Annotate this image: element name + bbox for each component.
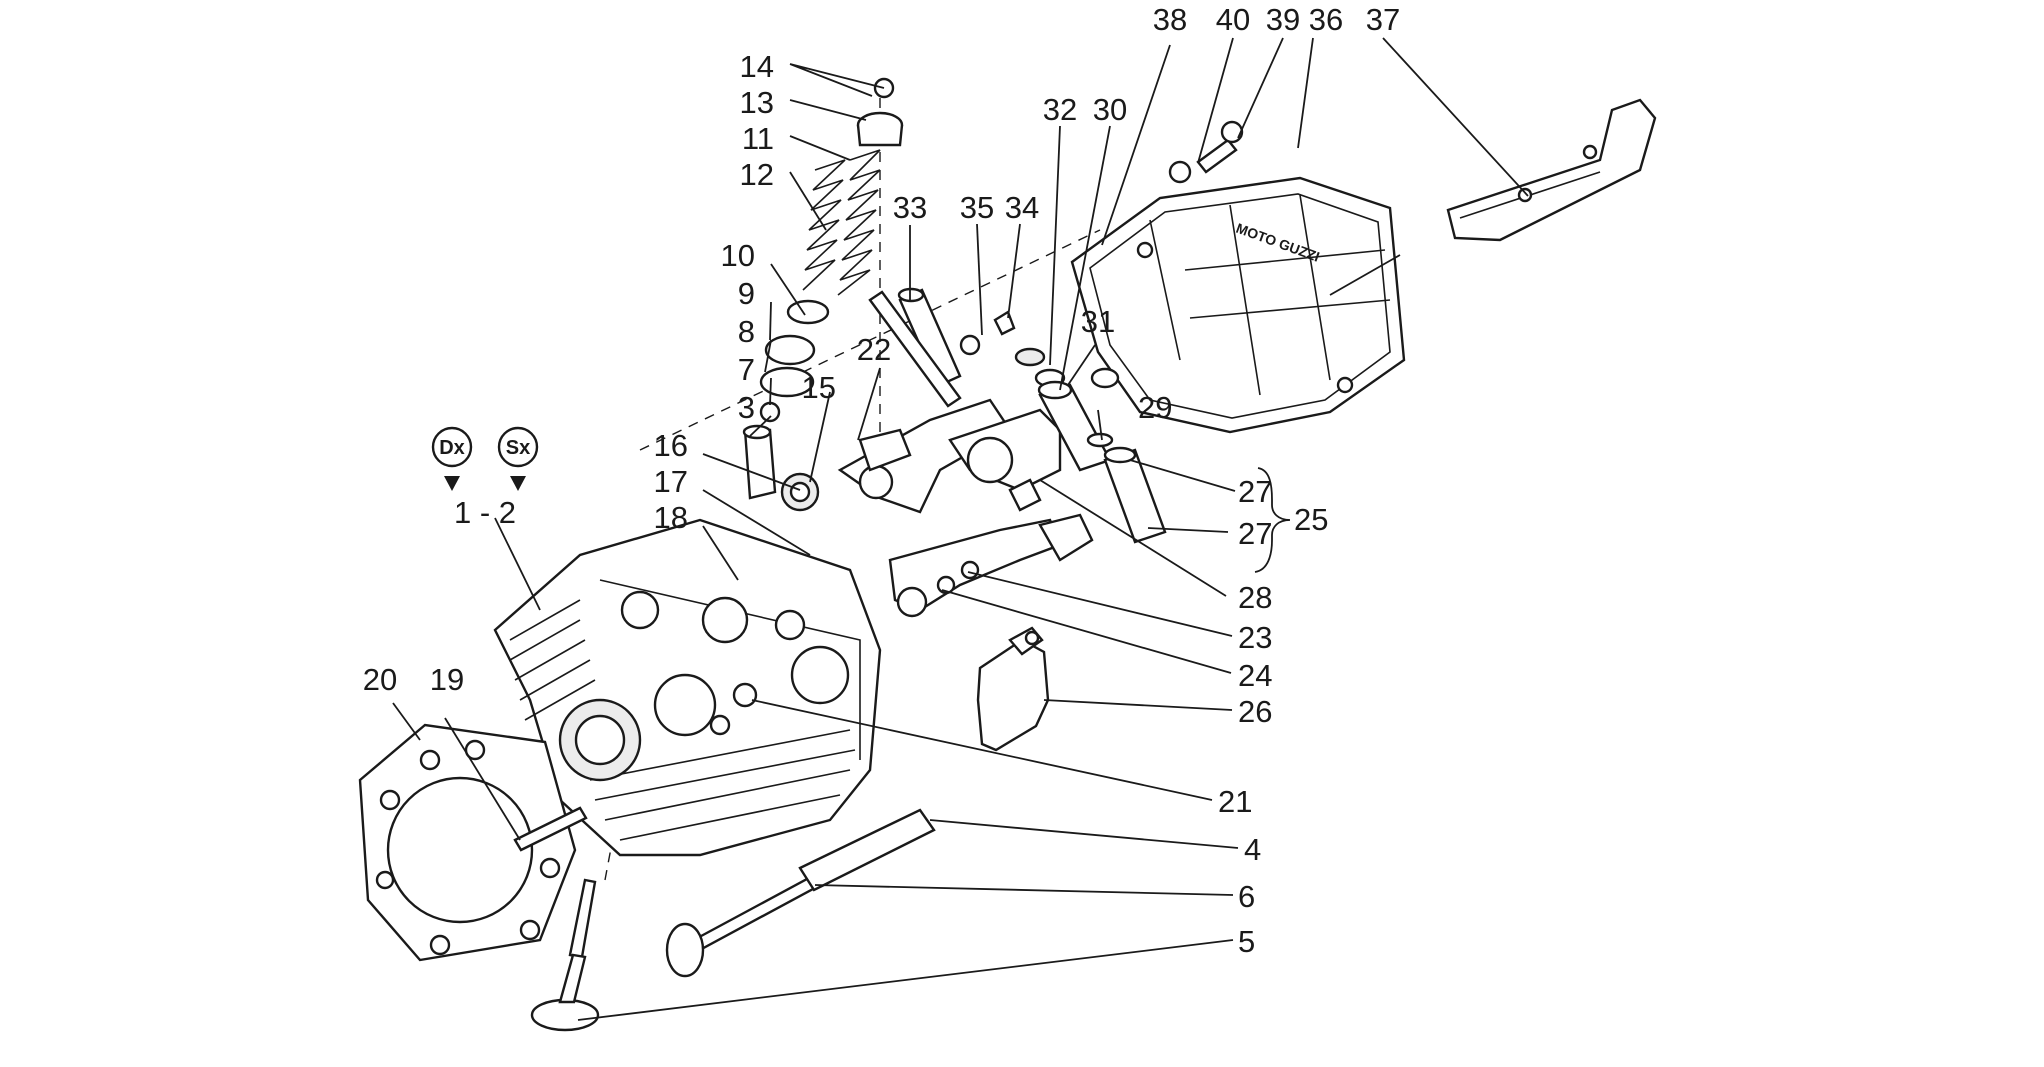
label-33: 33 <box>893 190 927 225</box>
arrow-down-icon <box>444 476 460 491</box>
label-6: 6 <box>1238 879 1255 914</box>
leader-lines <box>392 37 1529 1021</box>
rocker-assembly <box>780 287 1167 618</box>
valve-guide <box>798 808 936 892</box>
label-1-2: 1 - 2 <box>454 495 516 530</box>
label-34: 34 <box>1005 190 1039 225</box>
label-9: 9 <box>738 276 755 311</box>
badge-dx: Dx <box>431 426 473 491</box>
label-30: 30 <box>1093 92 1127 127</box>
label-10: 10 <box>721 238 755 273</box>
badge-sx: Sx <box>497 426 539 491</box>
label-23: 23 <box>1238 620 1272 655</box>
label-35: 35 <box>960 190 994 225</box>
label-13: 13 <box>740 85 774 120</box>
label-19: 19 <box>430 662 464 697</box>
label-32: 32 <box>1043 92 1077 127</box>
label-24: 24 <box>1238 658 1272 693</box>
label-18: 18 <box>654 500 688 535</box>
label-11: 11 <box>742 121 774 156</box>
label-17: 17 <box>654 464 688 499</box>
label-31: 31 <box>1081 304 1115 339</box>
label-38: 38 <box>1153 2 1187 37</box>
label-25: 25 <box>1294 502 1328 537</box>
cylinder-head <box>493 518 882 857</box>
label-4: 4 <box>1244 832 1261 867</box>
stud <box>513 806 588 852</box>
label-14: 14 <box>740 49 774 84</box>
label-15: 15 <box>802 370 836 405</box>
rocker-support <box>976 626 1050 752</box>
label-39: 39 <box>1266 2 1300 37</box>
label-3: 3 <box>738 390 755 425</box>
label-16: 16 <box>654 428 688 463</box>
valve-spring-stack <box>742 77 904 500</box>
cover-bracket <box>1446 98 1657 242</box>
valve-lower <box>530 878 600 1032</box>
label-40: 40 <box>1216 2 1250 37</box>
label-12: 12 <box>740 157 774 192</box>
label-27a: 27 <box>1238 474 1272 509</box>
push-rod <box>868 290 962 408</box>
label-27b: 27 <box>1238 516 1272 551</box>
label-20: 20 <box>363 662 397 697</box>
label-7: 7 <box>738 352 755 387</box>
valve-upper <box>665 870 828 978</box>
badge-dx-text: Dx <box>439 437 465 459</box>
label-37: 37 <box>1366 2 1400 37</box>
head-gasket <box>358 723 577 962</box>
label-36: 36 <box>1309 2 1343 37</box>
cover-screws <box>1168 120 1244 184</box>
label-21: 21 <box>1218 784 1252 819</box>
badge-sx-text: Sx <box>506 437 530 459</box>
part-labels: 1 - 2 14 13 11 12 10 9 8 7 3 15 16 17 18… <box>363 2 1400 959</box>
label-5: 5 <box>1238 924 1255 959</box>
valve-cover: MOTO GUZZI <box>1070 176 1406 434</box>
arrow-down-icon <box>510 476 526 491</box>
label-29: 29 <box>1138 390 1172 425</box>
label-22: 22 <box>857 332 891 367</box>
plug-seal-21 <box>732 682 758 708</box>
label-28: 28 <box>1238 580 1272 615</box>
label-8: 8 <box>738 314 755 349</box>
label-26: 26 <box>1238 694 1272 729</box>
